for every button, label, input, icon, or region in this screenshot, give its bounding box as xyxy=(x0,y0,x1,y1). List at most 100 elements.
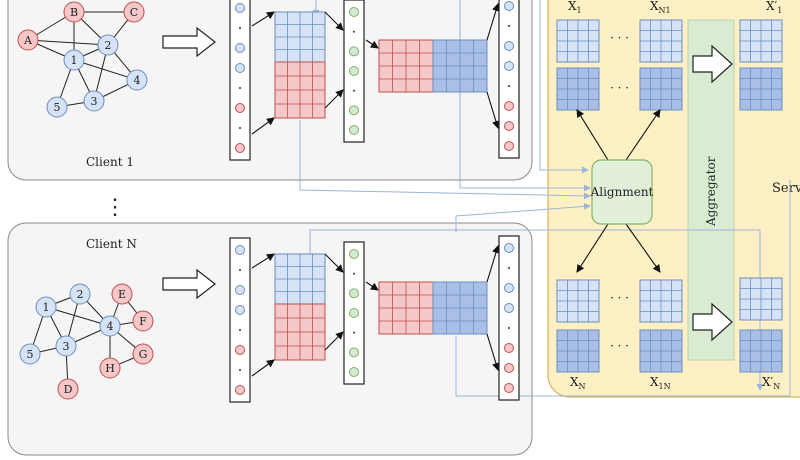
connector-bottom-loop xyxy=(455,180,791,397)
label-xn: XN xyxy=(570,375,586,391)
client-1-output-column-node xyxy=(504,121,514,131)
label-xn-prime: X′N xyxy=(762,375,780,391)
client-n-node-label: H xyxy=(105,362,115,375)
client-n-output-column-node xyxy=(504,243,514,253)
client-n-hidden-column-node xyxy=(349,367,359,377)
client-n-hidden-column-node xyxy=(349,249,359,259)
client-n-output-column-node xyxy=(504,303,514,313)
client-1-arrow-in-bottom xyxy=(251,117,275,135)
client-1-arrow-in-top xyxy=(251,11,275,27)
client-1-node-label: 5 xyxy=(54,101,61,114)
label-x1n: X1N xyxy=(650,375,671,391)
server-matrices xyxy=(556,19,783,373)
client-1-node-1 xyxy=(63,49,85,71)
client-1-input-column-dot xyxy=(238,126,242,130)
connectors xyxy=(299,0,791,397)
client-n-node-3 xyxy=(55,335,77,357)
dots-top-1: · · · xyxy=(610,31,629,45)
client-1-input-column-dot xyxy=(238,86,242,90)
client-n-input-column-node xyxy=(235,345,245,355)
client-n-label: Client N xyxy=(86,237,137,251)
client-1-input-column-node xyxy=(235,143,245,153)
client-1-arrow-out-bottom xyxy=(486,91,500,129)
aggregator-arrow-bottom xyxy=(692,302,733,342)
client-n-node-f xyxy=(132,310,154,332)
connector-n-to-alignment xyxy=(299,120,591,200)
client-n-panel xyxy=(7,222,533,456)
aggregator-label: Aggregator xyxy=(704,156,718,227)
client-n-input-column-node xyxy=(235,305,245,315)
xn1-matrix-light xyxy=(639,19,683,63)
client-n-arrow-to-concat xyxy=(365,281,379,291)
client-n-concat-red xyxy=(378,281,434,335)
client-1-node-label: 2 xyxy=(105,39,112,52)
xn-matrix-dark xyxy=(556,329,600,373)
connector-client1-server-a xyxy=(539,0,589,174)
client-n-arrow-mid-top xyxy=(324,253,344,273)
client-1-node-label: 4 xyxy=(134,74,141,87)
label-x1-prime: X′1 xyxy=(766,0,782,15)
client-n-node-label: 3 xyxy=(63,340,70,353)
client-n-arrow-out-top xyxy=(486,245,500,283)
client-1-node-3 xyxy=(83,90,105,112)
client-n-concat-blue xyxy=(432,281,488,335)
client-n-arrow-mid-bottom xyxy=(324,331,344,351)
client-n-node-label: G xyxy=(139,348,148,361)
client-n-output-column-node xyxy=(504,363,514,373)
client-n-node-e xyxy=(111,283,133,305)
client-n-input-column-node xyxy=(235,245,245,255)
client-1-node-label: 3 xyxy=(91,95,98,108)
client-1-concat-blue xyxy=(432,39,488,93)
client-1-input-column xyxy=(229,0,251,161)
dots-top-2: · · · xyxy=(610,81,629,95)
pipelines xyxy=(162,0,520,403)
client-1-node-2 xyxy=(97,34,119,56)
client-n-hidden-column-dot xyxy=(352,331,356,334)
client-1-node-c xyxy=(123,1,145,23)
client-1-output-column-node xyxy=(504,101,514,111)
client-n-arrow-out-bottom xyxy=(486,333,500,371)
client-1-output-column-node xyxy=(504,1,514,11)
client-1-hidden-column-node xyxy=(349,46,359,57)
client-n-arrow-in-top xyxy=(251,253,275,269)
client-n-node-2 xyxy=(69,283,91,305)
label-xn1: XN1 xyxy=(650,0,671,15)
client-n-input-column-dot xyxy=(238,328,242,332)
client-n-node-label: D xyxy=(64,383,73,396)
x1-matrix-light xyxy=(556,19,600,63)
xnp-matrix-dark xyxy=(739,329,783,373)
client-n-output-column-node xyxy=(504,283,514,293)
client-1-input-column-node xyxy=(235,63,245,73)
client-1-output-column-dot xyxy=(507,84,511,88)
alignment-arrow-xn1 xyxy=(625,109,661,161)
alignment-arrow-x1n xyxy=(625,223,661,273)
client-n-node-1 xyxy=(35,296,57,318)
client-n-output-column-dot xyxy=(507,266,511,270)
client-n-node-label: 1 xyxy=(43,301,50,314)
client-1-hidden-column-node xyxy=(349,66,359,76)
client-n-node-5 xyxy=(19,343,41,365)
client-n-node-4 xyxy=(99,315,121,337)
client-n-output-column-dot xyxy=(507,326,511,330)
client-1-arrow-to-concat xyxy=(365,39,379,49)
clients-ellipsis: ⋮ xyxy=(104,195,126,220)
client-n-hidden-column-node xyxy=(349,308,359,318)
client-n-node-label: F xyxy=(139,315,147,328)
client-1-hidden-column-dot xyxy=(352,30,356,33)
client-1-label: Client 1 xyxy=(86,155,134,169)
client-1-edge xyxy=(27,39,109,46)
label-x1: X1 xyxy=(568,0,582,15)
xn1-matrix-dark xyxy=(639,67,683,111)
client-1-red-matrix xyxy=(274,61,326,119)
client-n-input-column-dot xyxy=(238,268,242,272)
client-n-edge xyxy=(45,306,111,327)
client-n-node-label: 4 xyxy=(107,320,114,333)
dots-bottom-1: · · · xyxy=(610,291,629,305)
client-n-input-column xyxy=(229,237,251,403)
client-n-output-column-node xyxy=(504,383,514,393)
client-1-output-column xyxy=(498,0,520,159)
client-n-node-label: E xyxy=(118,288,126,301)
client-n-node-label: 2 xyxy=(77,288,84,301)
client-1-output-column-node xyxy=(504,141,514,151)
